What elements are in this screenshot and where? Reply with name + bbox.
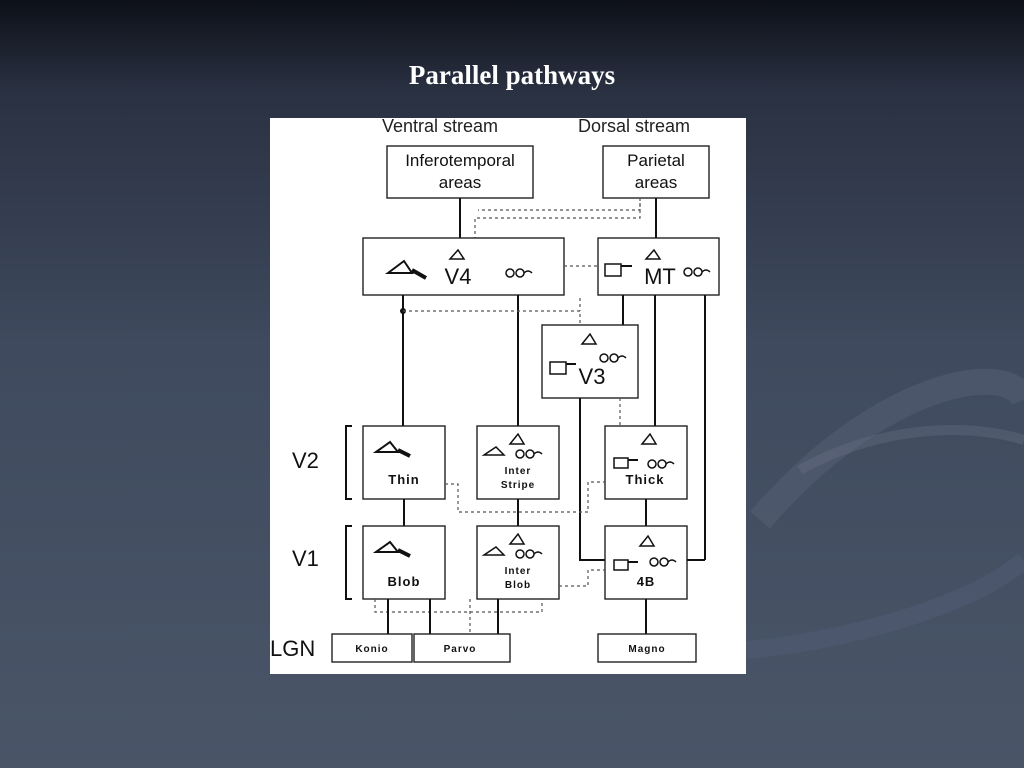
v4-box: [362, 237, 565, 296]
4b-label: 4B: [637, 574, 656, 589]
v4-form-icon: [448, 248, 466, 260]
v2-level-label: V2: [292, 448, 319, 473]
interstripe-orientation-icon: [481, 446, 506, 456]
magno-box: [597, 633, 697, 663]
parvo-label: Parvo: [444, 644, 477, 655]
v1-level-label: V1: [292, 546, 319, 571]
interblob-label-1: Inter: [505, 566, 532, 577]
mt-motion-icon: [604, 263, 632, 277]
interblob-color-icon: [515, 549, 543, 559]
parietal-box: [602, 145, 710, 199]
v3-label: V3: [579, 364, 606, 389]
konio-box: [331, 633, 413, 663]
interstripe-form-icon: [508, 432, 526, 445]
thick-form-icon: [640, 432, 658, 445]
parietal-label-2: areas: [635, 173, 678, 192]
lgn-level-label: LGN: [270, 636, 315, 661]
mt-color-icon: [683, 267, 711, 277]
inferotemporal-box: [386, 145, 534, 199]
blob-box: [362, 525, 446, 600]
thick-motion-icon: [613, 457, 638, 469]
ventral-stream-label: Ventral stream: [382, 118, 498, 136]
parietal-label-1: Parietal: [627, 151, 685, 170]
v4-color-icon: [505, 268, 533, 278]
interblob-box: [476, 525, 560, 600]
inferotemporal-label-1: Inferotemporal: [405, 151, 515, 170]
interblob-form-icon: [508, 532, 526, 545]
4b-color-icon: [649, 557, 677, 567]
interstripe-label-2: Stripe: [501, 480, 535, 491]
parvo-box: [413, 633, 511, 663]
blob-orientation-icon: [372, 540, 411, 558]
thick-color-icon: [647, 459, 675, 469]
pathways-diagram: Ventral stream Dorsal stream Inferotempo…: [270, 118, 746, 674]
mt-form-icon: [644, 248, 662, 260]
konio-label: Konio: [355, 644, 388, 655]
interstripe-label-1: Inter: [505, 466, 532, 477]
v3-form-icon: [580, 332, 598, 345]
thin-stripe-box: [362, 425, 446, 500]
v4-orientation-icon: [385, 259, 427, 280]
4b-motion-icon: [613, 559, 638, 571]
thin-label: Thin: [388, 472, 419, 487]
mt-label: MT: [644, 264, 676, 289]
interstripe-color-icon: [515, 449, 543, 459]
interblob-label-2: Blob: [505, 580, 531, 591]
thick-stripe-box: [604, 425, 688, 500]
v4-label: V4: [445, 264, 472, 289]
blob-label: Blob: [388, 574, 421, 589]
magno-label: Magno: [628, 644, 665, 655]
4b-form-icon: [638, 534, 656, 547]
v3-color-icon: [599, 353, 627, 363]
v3-motion-icon: [549, 361, 576, 375]
interblob-orientation-icon: [481, 546, 506, 556]
slide-title: Parallel pathways: [408, 60, 616, 90]
mt-box: [597, 237, 720, 296]
inferotemporal-label-2: areas: [439, 173, 482, 192]
dorsal-stream-label: Dorsal stream: [578, 118, 690, 136]
thick-label: Thick: [626, 472, 665, 487]
thin-orientation-icon: [372, 440, 411, 458]
